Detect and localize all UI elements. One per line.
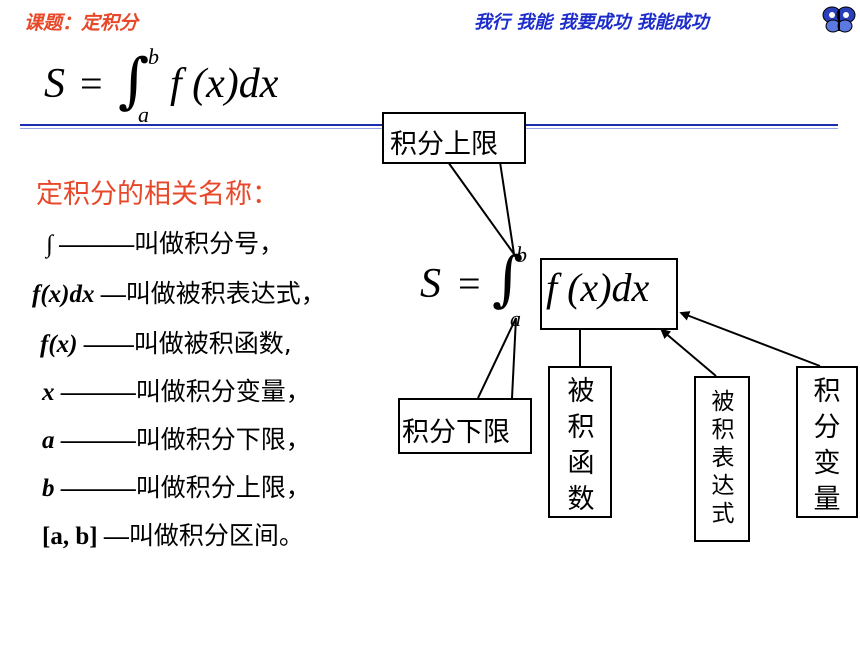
arrow-integrand-expression [660, 328, 717, 377]
term-symbol: f(x) [40, 331, 78, 358]
label-integrand-expression-text: 被积表达式 [711, 389, 735, 527]
label-lower-limit: 积分下限 [398, 398, 532, 454]
term-desc: 叫做积分上限， [135, 473, 311, 502]
diagram-formula: S = ∫ b a [420, 240, 690, 340]
term-dash: ——— [54, 379, 136, 406]
formula-lhs: S [44, 61, 65, 107]
term-symbol: f(x)dx [32, 281, 95, 308]
formula-integrand: f (x)dx [170, 61, 279, 107]
slogan: 我行 我能 我要成功 我能成功 [474, 12, 709, 33]
formula-equals: = [80, 61, 103, 106]
label-integrand-function: 被积函数 [548, 366, 612, 518]
diagram-upper: b [516, 242, 527, 267]
term-row: [a, b] —叫做积分区间。 [42, 516, 304, 552]
upper-limit-pointer [447, 161, 515, 255]
formula-upper: b [148, 44, 159, 69]
diagram-equals: = [458, 261, 481, 306]
butterfly-icon [822, 6, 856, 33]
integral-sign: ∫ [118, 46, 150, 116]
term-symbol: b [42, 475, 55, 502]
label-variable: 积分变量 [796, 366, 858, 518]
term-row: x ———叫做积分变量， [42, 372, 311, 408]
term-dash: —— [77, 331, 134, 358]
term-symbol: x [42, 379, 55, 406]
term-desc: 叫做积分区间。 [128, 521, 304, 550]
term-row: b ———叫做积分上限， [42, 468, 311, 504]
lower-limit-pointer [477, 317, 517, 399]
section-heading: 定积分的相关名称： [36, 179, 279, 210]
term-row: a ———叫做积分下限， [42, 420, 311, 456]
arrow-variable [679, 311, 821, 367]
term-row: f(x) ——叫做被积函数, [40, 324, 292, 360]
term-symbol: a [42, 427, 55, 454]
integrand-box: f (x)dx [540, 258, 678, 330]
label-integrand-function-text: 被积函数 [567, 376, 595, 515]
term-desc: 叫做被积函数, [133, 329, 292, 358]
term-desc: 叫做被积表达式， [125, 279, 326, 308]
diagram-integrand: f (x)dx [546, 265, 650, 310]
label-lower-limit-text: 积分下限 [402, 417, 510, 448]
diagram-integral-sign: ∫ [492, 244, 524, 314]
label-upper-limit-text: 积分上限 [390, 129, 498, 160]
top-formula: S = ∫ b a f (x)dx [44, 44, 344, 127]
term-dash: ——— [54, 475, 136, 502]
label-variable-text: 积分变量 [813, 376, 841, 515]
term-dash: — [97, 523, 129, 550]
term-dash: ——— [52, 231, 135, 258]
term-desc: 叫做积分变量， [135, 377, 311, 406]
diagram-lhs: S [420, 261, 441, 307]
term-dash: ——— [54, 427, 136, 454]
label-upper-limit: 积分上限 [382, 112, 526, 164]
label-integrand-expression: 被积表达式 [694, 376, 750, 542]
formula-lower: a [138, 102, 149, 127]
term-symbol: ∫ [46, 231, 53, 258]
term-dash: — [94, 281, 126, 308]
term-row: ∫ ———叫做积分号， [46, 224, 284, 260]
diagram-lower: a [510, 306, 521, 331]
term-desc: 叫做积分号， [134, 229, 285, 258]
term-desc: 叫做积分下限， [135, 425, 311, 454]
term-row: f(x)dx —叫做被积表达式， [32, 274, 326, 310]
lesson-title: 课题：定积分 [24, 12, 139, 34]
term-symbol: [a, b] [42, 523, 98, 550]
